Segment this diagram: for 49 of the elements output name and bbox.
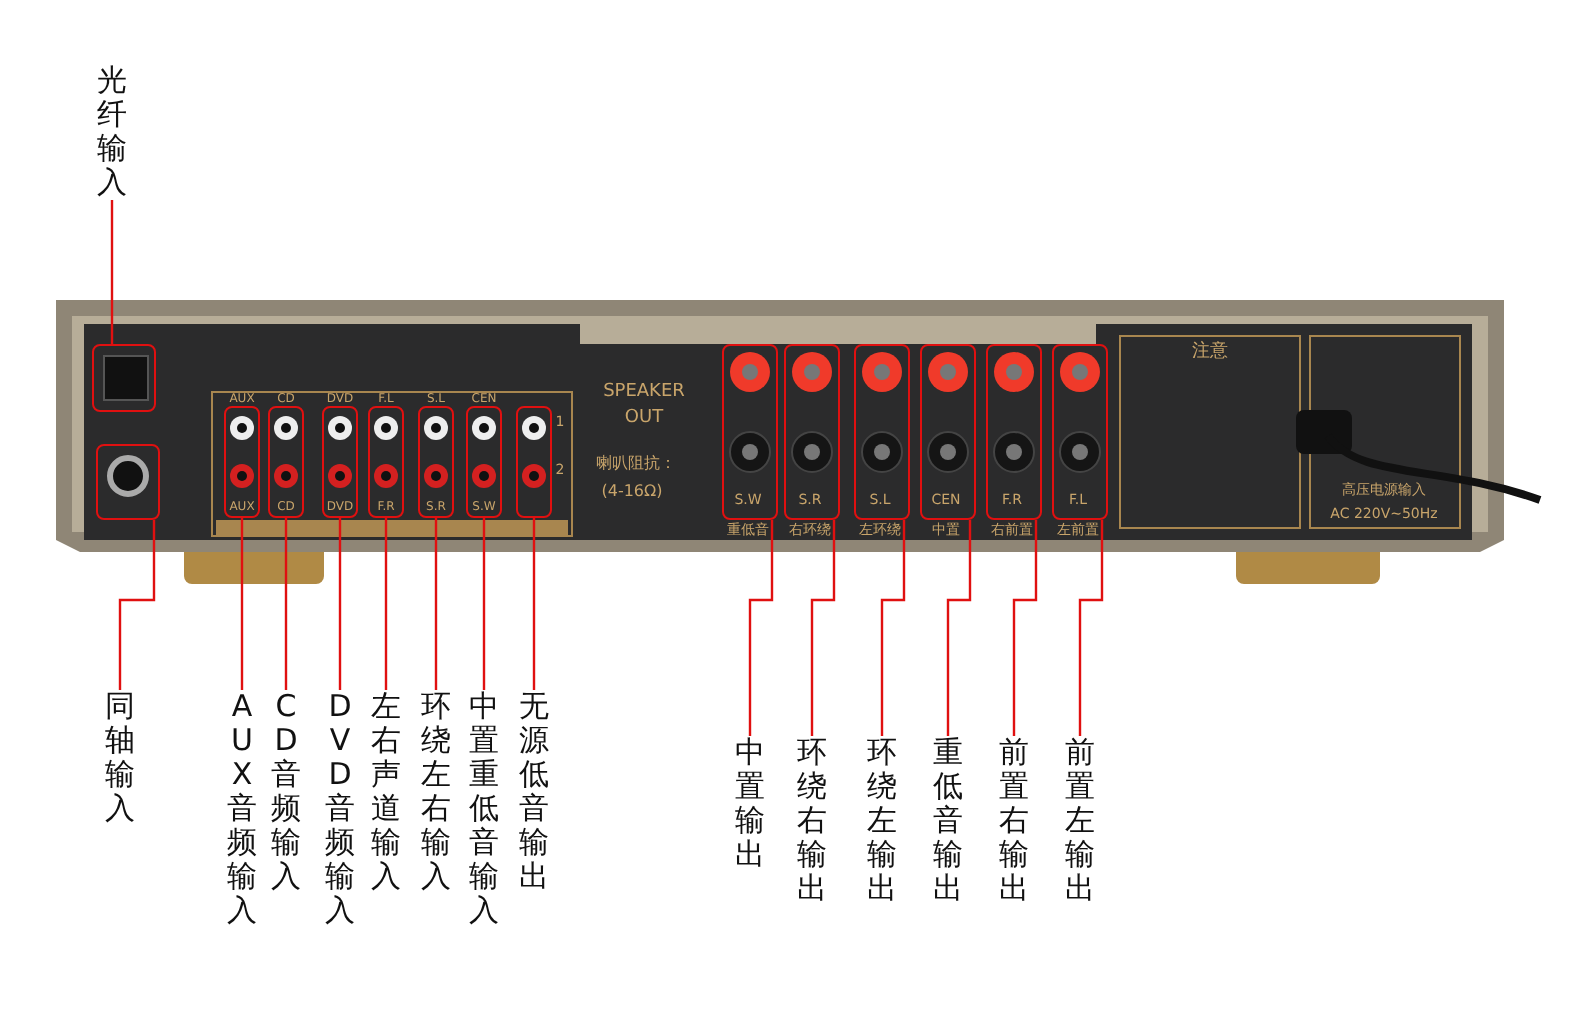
- part-highlight: [722, 344, 778, 520]
- leader-line: [118, 520, 156, 690]
- leader-line: [1078, 520, 1104, 736]
- callout-label: 重低音输出: [932, 736, 964, 906]
- leader-line: [946, 520, 972, 736]
- part-highlight: [96, 444, 160, 520]
- callout-label: CD音频输入: [270, 690, 302, 894]
- part-highlight: [92, 344, 156, 412]
- callout-label: 同轴输入: [104, 690, 136, 826]
- callout-label: DVD音频输入: [324, 690, 356, 928]
- callout-label: 环绕右输出: [796, 736, 828, 906]
- part-highlight: [322, 406, 358, 518]
- callout-label: 无源低音输出: [518, 690, 550, 894]
- part-highlight: [854, 344, 910, 520]
- part-highlight: [516, 406, 552, 518]
- part-highlight: [224, 406, 260, 518]
- leader-line: [748, 520, 774, 736]
- leader-line: [384, 518, 388, 690]
- leader-line: [532, 518, 536, 690]
- leader-line: [482, 518, 486, 690]
- part-highlight: [920, 344, 976, 520]
- callout-label: 前置左输出: [1064, 736, 1096, 906]
- callout-label: AUX音频输入: [226, 690, 258, 928]
- panel-label: SPEAKER OUT: [601, 380, 687, 431]
- callout-label: 中置重低音输入: [468, 690, 500, 928]
- leader-line: [284, 518, 288, 690]
- leader-line: [434, 518, 438, 690]
- part-highlight: [784, 344, 840, 520]
- leader-line: [110, 200, 114, 344]
- panel-label: 喇叭阻抗：: [596, 456, 676, 474]
- callout-label: 前置右输出: [998, 736, 1030, 906]
- callout-label: 中置输出: [734, 736, 766, 872]
- callout-label: 环绕左右输入: [420, 690, 452, 894]
- part-highlight: [1052, 344, 1108, 520]
- panel-label: (4-16Ω): [601, 484, 663, 502]
- panel-label: 注意: [1192, 344, 1228, 364]
- leader-line: [338, 518, 342, 690]
- part-highlight: [466, 406, 502, 518]
- callout-label: 环绕左输出: [866, 736, 898, 906]
- leader-line: [810, 520, 836, 736]
- part-highlight: [418, 406, 454, 518]
- part-highlight: [368, 406, 404, 518]
- leader-line: [240, 518, 244, 690]
- callout-label: 光纤输入: [96, 64, 128, 200]
- part-highlight: [268, 406, 304, 518]
- leader-line: [880, 520, 906, 736]
- leader-line: [1012, 520, 1038, 736]
- part-highlight: [986, 344, 1042, 520]
- callout-label: 左右声道输入: [370, 690, 402, 894]
